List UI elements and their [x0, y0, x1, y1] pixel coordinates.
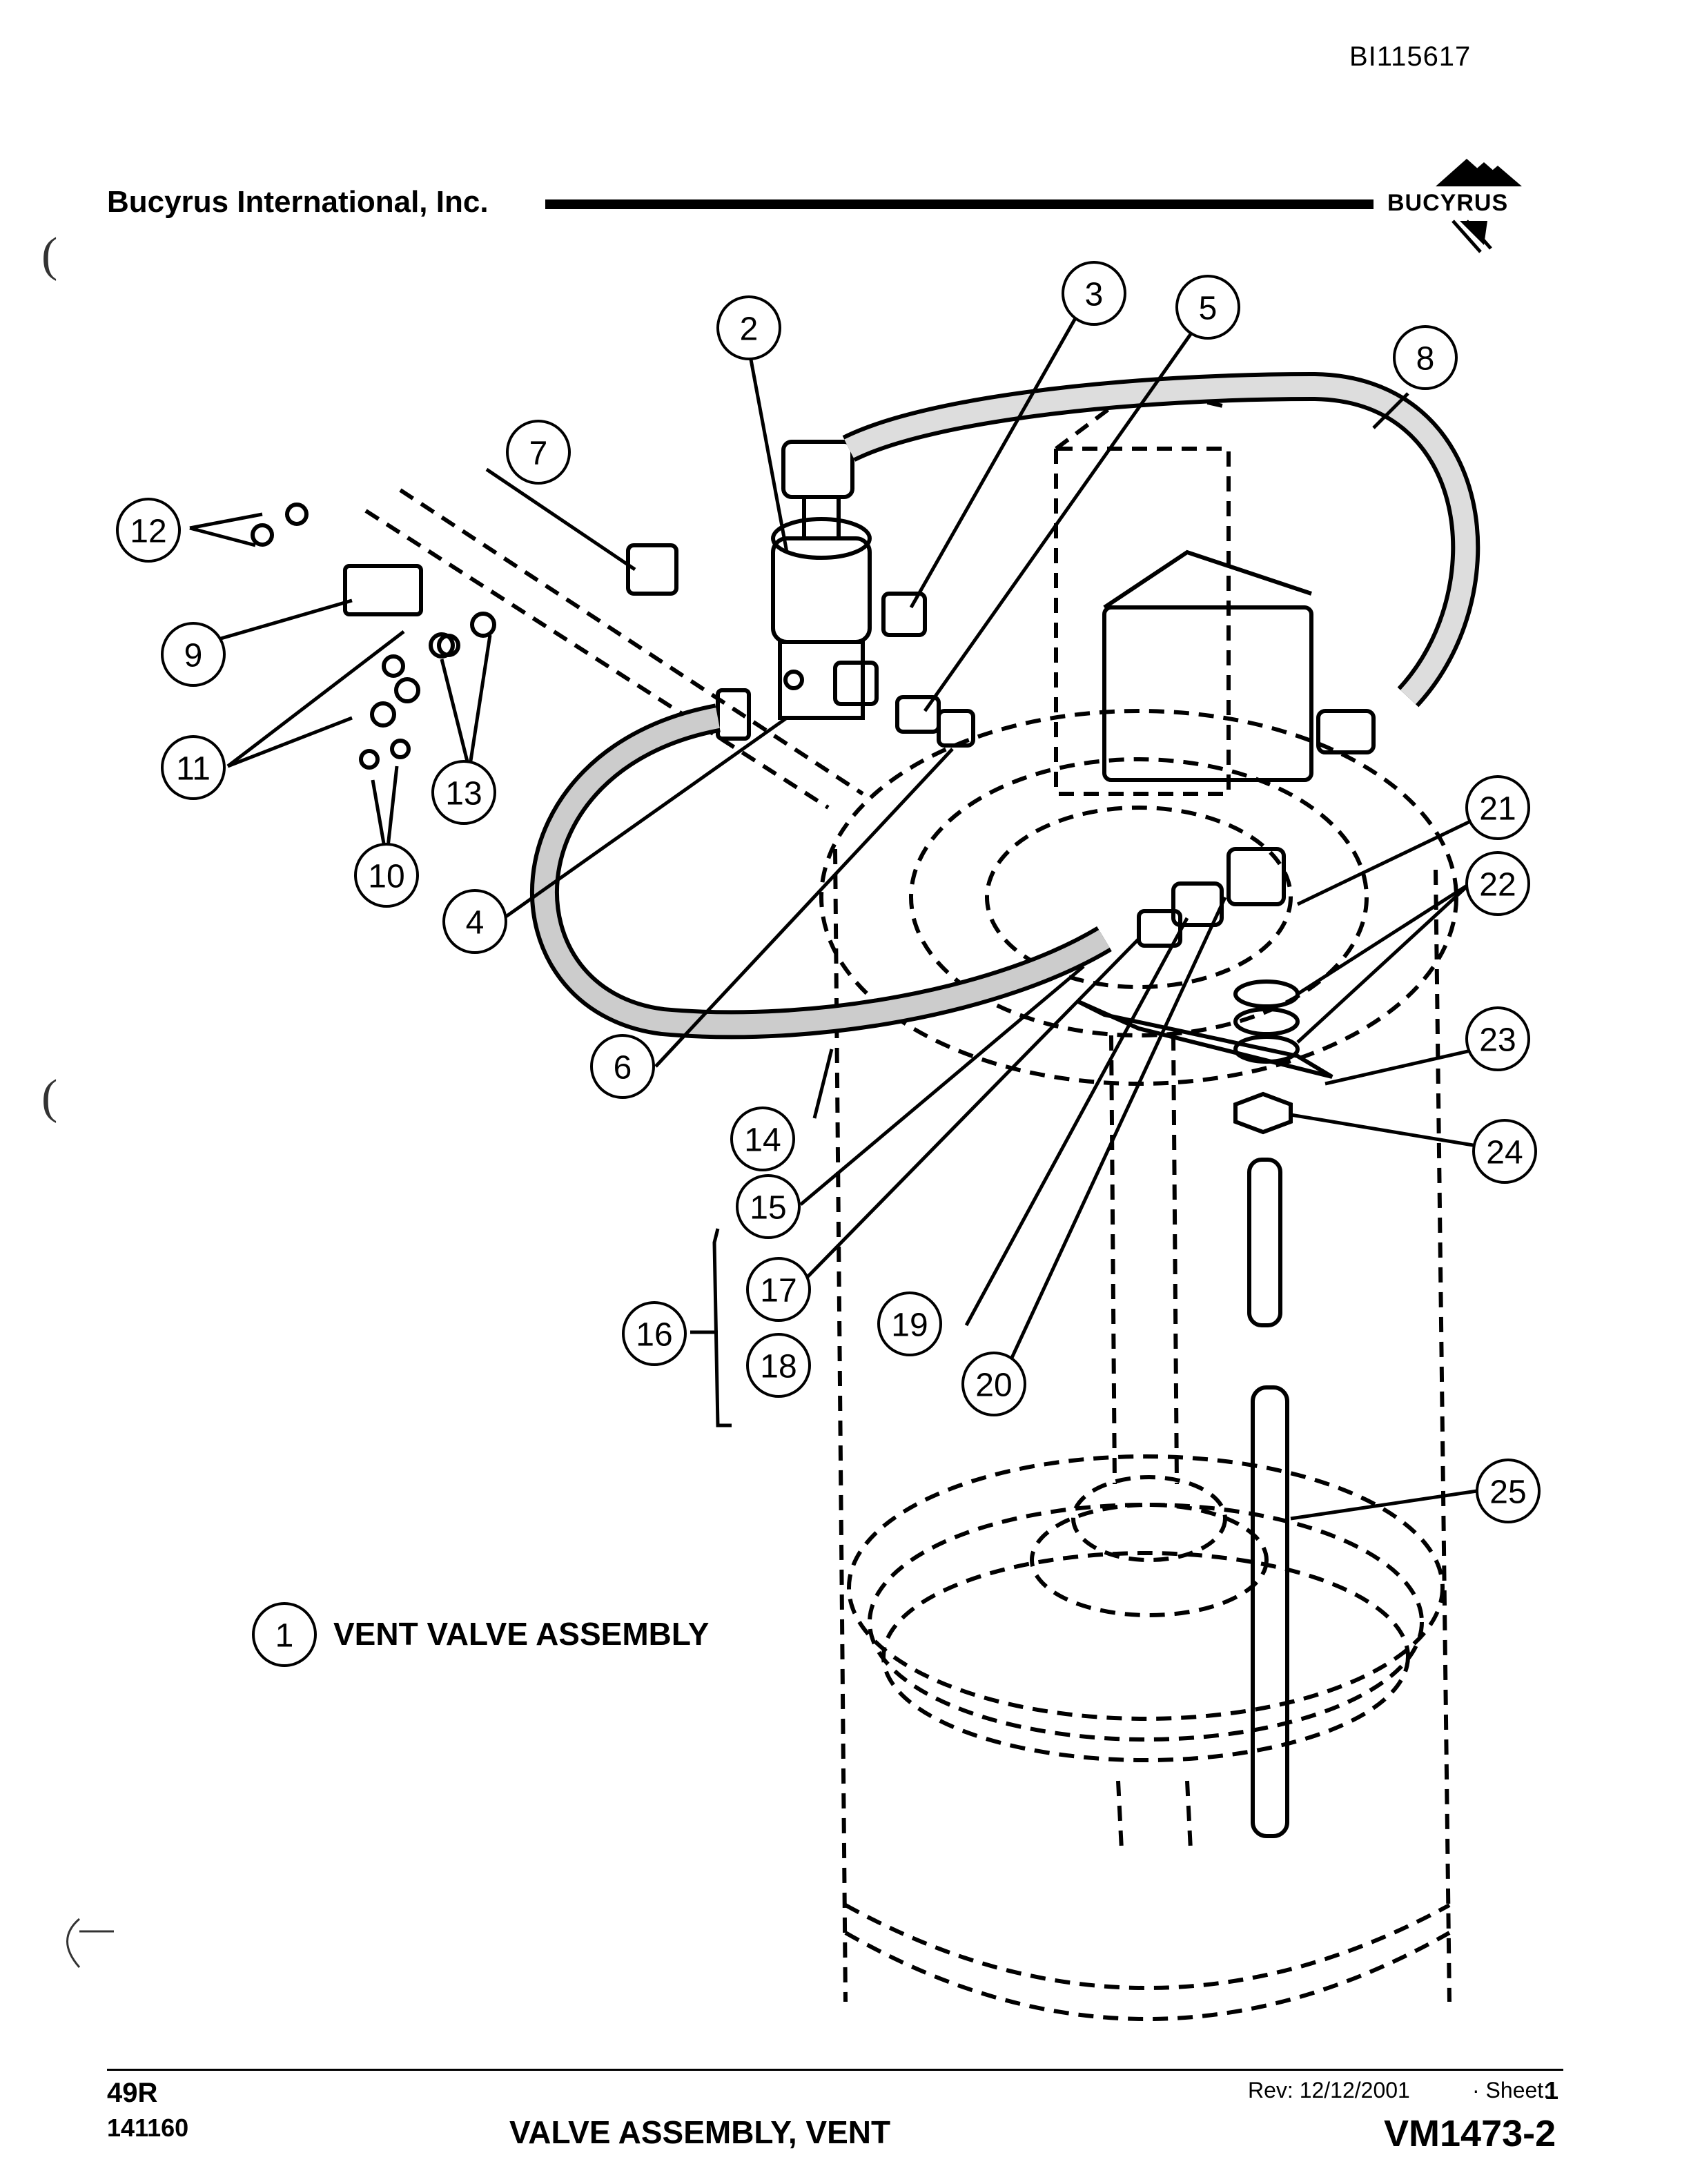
callout-25: 25 — [1489, 1474, 1526, 1511]
callout-1: 1 — [275, 1618, 294, 1655]
callout-15: 15 — [750, 1190, 786, 1227]
callout-11: 11 — [176, 751, 211, 788]
callout-14: 14 — [744, 1122, 781, 1159]
callout-16: 16 — [636, 1317, 672, 1354]
binder-mark — [66, 1918, 114, 1968]
callout-17: 17 — [760, 1273, 796, 1309]
leader-lines — [189, 302, 1478, 1521]
callout-2: 2 — [740, 311, 759, 348]
sheet-title: VALVE ASSEMBLY, VENT — [509, 2114, 891, 2150]
company-name: Bucyrus International, Inc. — [107, 185, 489, 219]
callout-24: 24 — [1486, 1135, 1523, 1171]
callout-22: 22 — [1479, 867, 1516, 904]
header-rule — [545, 199, 1374, 209]
tank-outline — [364, 384, 1458, 2021]
logo-wordmark: BUCYRUS — [1387, 190, 1509, 216]
callout-23: 23 — [1479, 1022, 1516, 1059]
binder-mark: ( — [41, 228, 58, 282]
footer-rule — [107, 2069, 1563, 2071]
part-number: 141160 — [107, 2114, 189, 2142]
document-id: BI115617 — [1349, 41, 1472, 72]
vm-number: VM1473-2 — [1384, 2113, 1556, 2154]
callout-6: 6 — [614, 1050, 632, 1086]
model-number: 49R — [107, 2078, 158, 2108]
callout-8: 8 — [1416, 341, 1435, 378]
callout-20: 20 — [975, 1367, 1012, 1404]
revision-date: Rev: 12/12/2001 — [1248, 2078, 1410, 2103]
callout-10: 10 — [368, 859, 404, 895]
callout-13: 13 — [445, 776, 482, 812]
assembly-label: VENT VALVE ASSEMBLY — [333, 1616, 710, 1652]
sheet-label: · Sheet: — [1472, 2078, 1550, 2103]
callout-4: 4 — [466, 905, 485, 942]
binder-mark: ( — [41, 1071, 58, 1124]
callout-12: 12 — [130, 514, 166, 550]
callout-circles — [116, 261, 1541, 1667]
callout-19: 19 — [891, 1307, 928, 1344]
callout-3: 3 — [1085, 277, 1104, 313]
callout-18: 18 — [760, 1349, 796, 1385]
bucyrus-logo-icon — [1436, 159, 1522, 253]
callout-9: 9 — [184, 638, 203, 674]
sheet-number: 1 — [1545, 2076, 1559, 2105]
callout-7: 7 — [529, 436, 548, 472]
callout-21: 21 — [1479, 791, 1516, 828]
callout-5: 5 — [1199, 291, 1218, 327]
pump-parts — [251, 371, 1480, 1838]
callout-labels: 2 3 4 5 6 7 8 9 10 11 12 13 14 15 16 17 … — [130, 277, 1526, 1655]
